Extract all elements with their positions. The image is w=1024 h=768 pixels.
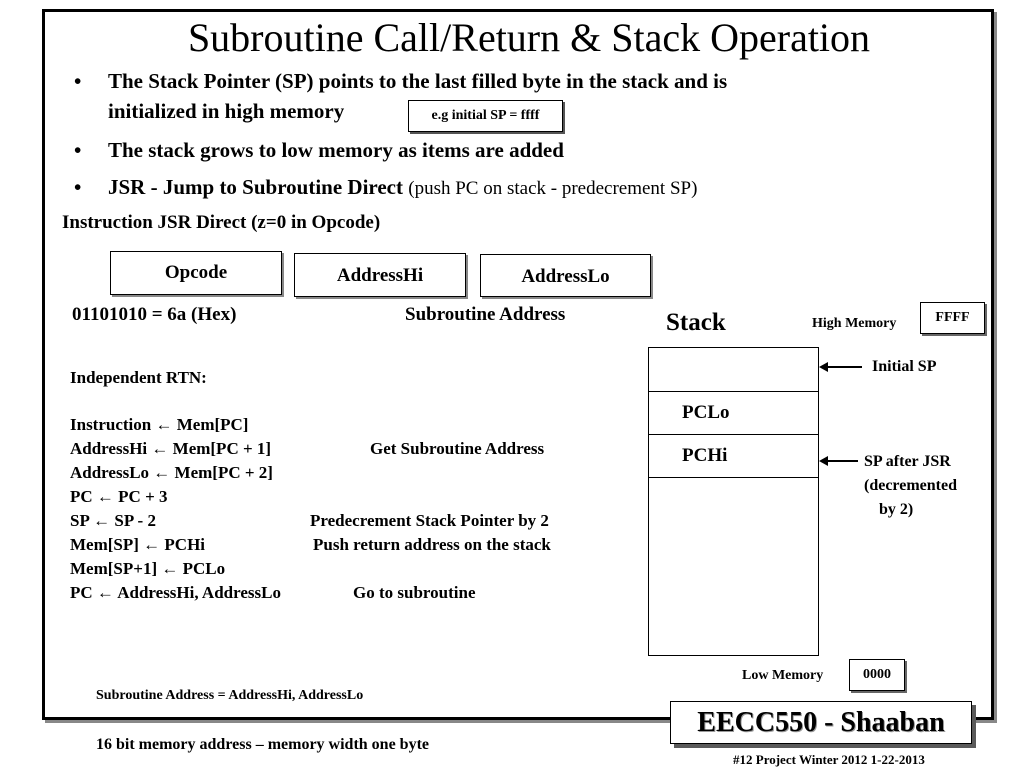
rtn-comment: Go to subroutine (353, 583, 476, 602)
bullet-dot: • (74, 175, 82, 199)
rtn-comment: Get Subroutine Address (370, 439, 545, 458)
rtn-line: Mem[SP] ← PCHi (70, 535, 206, 554)
stack-label: Stack (666, 309, 726, 336)
initial-sp-note-box: e.g initial SP = ffff (408, 100, 563, 132)
sp-after-arrow (826, 460, 858, 462)
slide-footer: #12 Project Winter 2012 1-22-2013 (733, 752, 925, 767)
stack-column: PCLo PCHi (648, 347, 819, 656)
rtn-comment: Predecrement Stack Pointer by 2 (310, 511, 549, 530)
stack-divider (649, 434, 818, 435)
bullet-dot: • (74, 69, 82, 93)
subroutine-address-formula: Subroutine Address = AddressHi, AddressL… (96, 688, 364, 703)
bullet-text-line1: The Stack Pointer (SP) points to the las… (108, 69, 728, 93)
stack-cell-pclo: PCLo (682, 402, 730, 423)
rtn-line: Mem[SP+1] ← PCLo (70, 559, 226, 578)
instruction-heading: Instruction JSR Direct (z=0 in Opcode) (62, 212, 381, 233)
rtn-line: SP ← SP - 2 (70, 511, 156, 530)
low-memory-label: Low Memory (742, 668, 824, 683)
course-brand: EECC550 - Shaaban (670, 701, 972, 744)
arrow-left-icon (819, 362, 828, 372)
bullet-text: The stack grows to low memory as items a… (108, 138, 564, 162)
slide-title: Subroutine Call/Return & Stack Operation (187, 15, 871, 60)
rtn-line: AddressHi ← Mem[PC + 1] (70, 439, 272, 458)
stack-divider (649, 391, 818, 392)
bullet-text-line2: initialized in high memory (108, 99, 345, 123)
subroutine-address-label: Subroutine Address (405, 304, 566, 325)
rtn-line: AddressLo ← Mem[PC + 2] (70, 463, 273, 482)
rtn-line: Instruction ← Mem[PC] (70, 415, 249, 434)
rtn-line: PC ← PC + 3 (70, 487, 168, 506)
rtn-heading: Independent RTN: (70, 368, 207, 387)
stack-divider (649, 477, 818, 478)
bullet-dot: • (74, 138, 82, 162)
stack-cell-pchi: PCHi (682, 445, 728, 466)
high-memory-value: FFFF (920, 302, 985, 334)
rtn-line: PC ← AddressHi, AddressLo (70, 583, 281, 602)
memory-note: 16 bit memory address – memory width one… (96, 736, 430, 753)
slide-frame (42, 9, 994, 720)
sp-after-label-line2: (decremented (864, 477, 957, 494)
sp-after-label-line3: by 2) (879, 501, 914, 518)
low-memory-value: 0000 (849, 659, 905, 691)
high-memory-label: High Memory (812, 316, 897, 331)
arrow-left-icon (819, 456, 828, 466)
opcode-value: 01101010 = 6a (Hex) (72, 304, 237, 325)
initial-sp-arrow (826, 366, 862, 368)
address-hi-field: AddressHi (294, 253, 466, 297)
opcode-field: Opcode (110, 251, 282, 295)
initial-sp-label: Initial SP (872, 358, 937, 375)
rtn-comment: Push return address on the stack (313, 535, 551, 554)
bullet-note: (push PC on stack - predecrement SP) (408, 178, 698, 199)
address-lo-field: AddressLo (480, 254, 651, 297)
sp-after-label-line1: SP after JSR (864, 453, 951, 470)
bullet-text: JSR - Jump to Subroutine Direct (108, 175, 403, 199)
